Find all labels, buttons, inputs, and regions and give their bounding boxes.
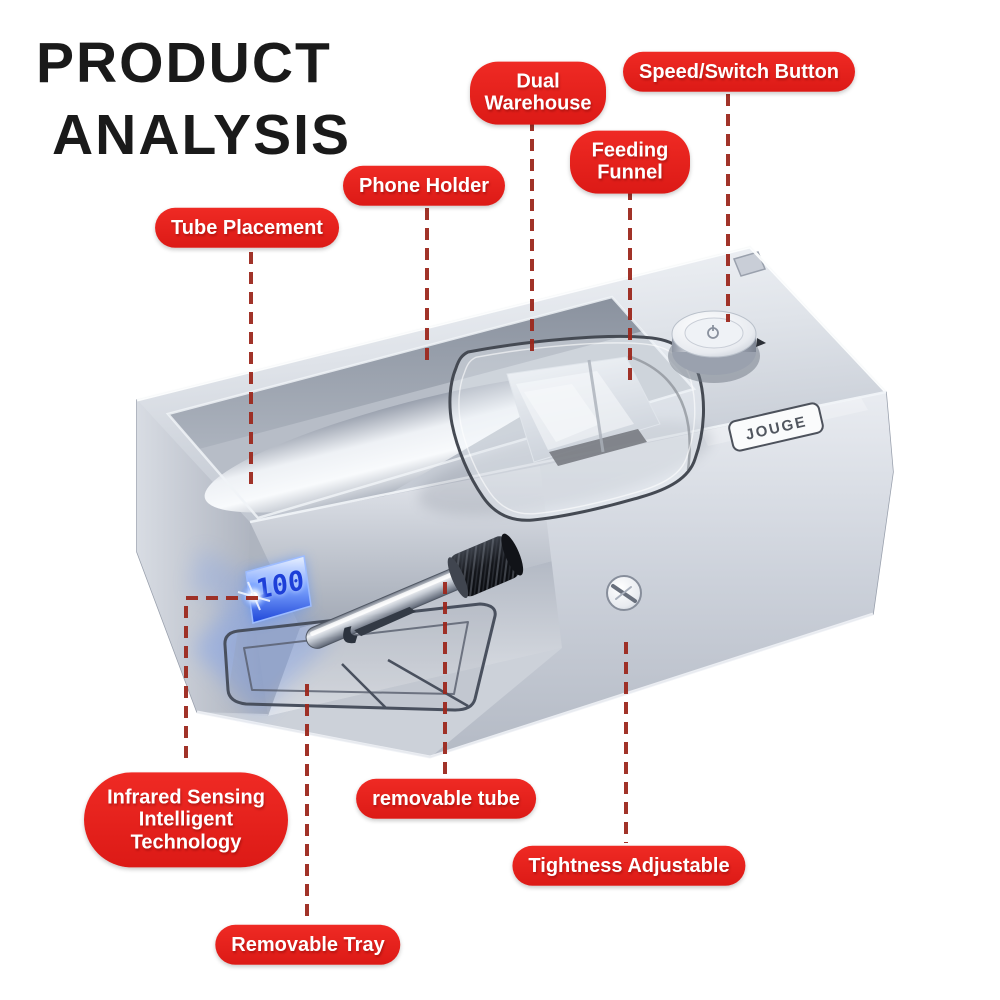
callout-feeding-funnel: Feeding Funnel <box>570 130 690 194</box>
deck-edge-highlight <box>136 245 888 402</box>
page-title: PRODUCT ANALYSIS <box>36 28 351 172</box>
leader-lines <box>184 94 730 918</box>
hopper-glass <box>448 334 705 522</box>
callout-removable-tray: Removable Tray <box>215 924 401 966</box>
callout-speed-switch-button: Speed/Switch Button <box>623 51 855 93</box>
funnel-divider <box>587 359 605 453</box>
removable-tube-graphic <box>305 533 524 649</box>
tightness-screw-graphic <box>606 575 642 611</box>
callout-dual-warehouse: Dual Warehouse <box>470 61 606 125</box>
deck-notch <box>732 251 767 277</box>
callout-tube-placement: Tube Placement <box>155 207 339 249</box>
knob-pointer <box>756 338 766 347</box>
callout-removable-tube: removable tube <box>356 778 536 820</box>
callout-infrared-sensing: Infrared Sensing Intelligent Technology <box>84 772 288 868</box>
leader-infrared <box>184 596 258 764</box>
bottom-edge-highlight <box>196 612 874 759</box>
power-icon <box>707 325 719 339</box>
dual-warehouse-hopper <box>418 334 712 522</box>
callout-tightness-adjustable: Tightness Adjustable <box>512 845 746 887</box>
speed-knob-graphic <box>668 310 766 383</box>
title-line-2: ANALYSIS <box>52 102 351 167</box>
callout-phone-holder: Phone Holder <box>342 165 506 207</box>
title-line-1: PRODUCT <box>36 31 332 95</box>
removable-tray-graphic <box>223 602 497 712</box>
funnel-slot <box>549 429 647 466</box>
